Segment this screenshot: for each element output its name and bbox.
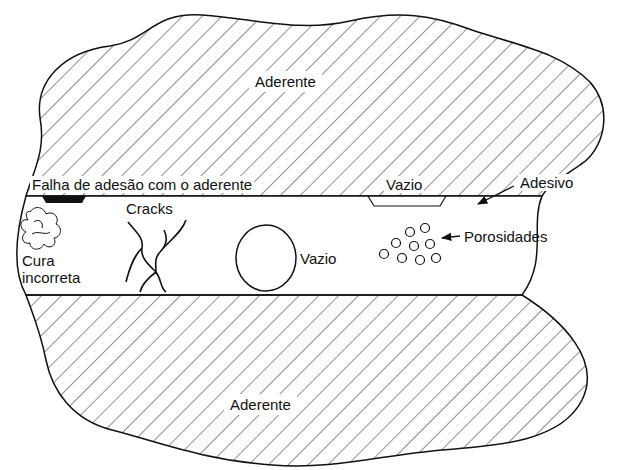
- adhesive-layer: [17, 196, 542, 295]
- adherend-name: Aderente: [255, 73, 316, 90]
- adhesion-failure-mark: [42, 196, 86, 203]
- top-adherend: [26, 15, 604, 196]
- void-ellipse: [236, 225, 296, 291]
- defect-label: Porosidades: [464, 228, 547, 245]
- crack-lines: [126, 220, 186, 292]
- interface-void: [368, 196, 446, 206]
- defect-label: Vazio: [384, 176, 424, 193]
- bottom-adherend: [26, 295, 587, 466]
- defect-label: Falha de adesão com o aderente: [30, 176, 254, 193]
- porosity-circles: [380, 224, 441, 265]
- adhesive-leader: [478, 186, 514, 204]
- defect-label: Cracks: [126, 200, 173, 217]
- defect-label: Vazio: [300, 250, 336, 267]
- adherend-label-box: Aderente: [224, 394, 297, 415]
- porosity-leader: [442, 236, 460, 238]
- defect-label: Adesivo: [518, 174, 575, 191]
- incorrect-cure-mark: [21, 208, 61, 250]
- adherend-name: Aderente: [230, 396, 291, 413]
- defect-label: Cura incorreta: [22, 252, 92, 287]
- adherend-label-box: Aderente: [249, 71, 322, 92]
